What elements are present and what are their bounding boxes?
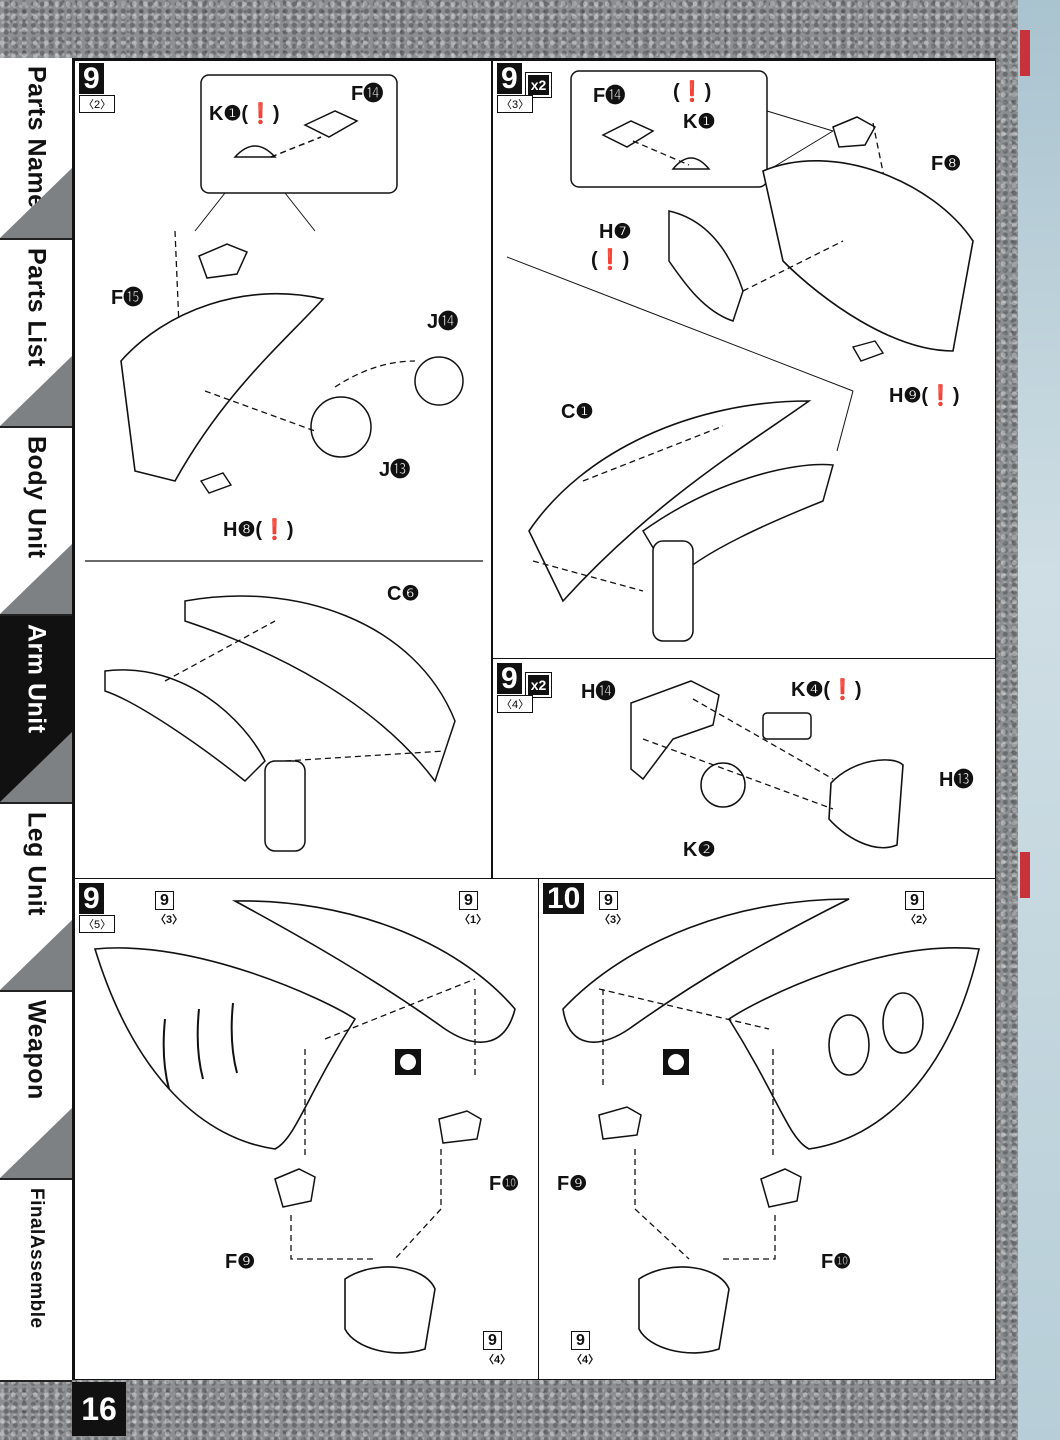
step-9-3-panel: 9 x2 〈3〉 F⓮ (❗) K❶ F❽ H❼ bbox=[492, 60, 996, 660]
label-c6: C❻ bbox=[387, 583, 420, 605]
ref-sub: 〈4〉 bbox=[571, 1354, 600, 1366]
label-f9: F❾ bbox=[557, 1173, 588, 1195]
step-sub: 〈2〉 bbox=[79, 95, 116, 113]
label-k4: K❹(❗) bbox=[791, 679, 862, 701]
ref-step-9-3: 9 bbox=[599, 891, 618, 910]
sidebar-nav: Parts Name Parts List Body Unit Arm Unit… bbox=[0, 58, 72, 1382]
step-9-5-panel: 9 〈5〉 9 〈3〉 9 〈1〉 F❿ F❾ 9 〈 bbox=[74, 878, 540, 1380]
label-f10: F❿ bbox=[489, 1173, 520, 1195]
step-number: 10 bbox=[543, 883, 585, 914]
step-10-header: 10 bbox=[543, 883, 585, 914]
label-k1: K❶ bbox=[683, 111, 716, 133]
ref-sub: 〈2〉 bbox=[905, 914, 934, 926]
tab-body-unit[interactable]: Body Unit bbox=[0, 428, 72, 616]
step-number: 9 bbox=[497, 663, 522, 694]
step-number: 9 bbox=[79, 883, 104, 914]
label-h8: H❽(❗) bbox=[223, 519, 294, 541]
label-j14: J⓮ bbox=[427, 311, 459, 333]
label-h7: H❼ bbox=[599, 221, 632, 243]
quantity-badge: x2 bbox=[524, 72, 553, 98]
ref-step-9-4: 9 bbox=[571, 1331, 590, 1350]
step-9-4-panel: 9 x2 〈4〉 H⓮ K❹(❗) H⓭ K❷ bbox=[492, 658, 996, 880]
tab-parts-name[interactable]: Parts Name bbox=[0, 58, 72, 240]
step-9-4-diagram bbox=[630, 680, 904, 849]
tab-label: FinalAssemble bbox=[26, 1188, 47, 1329]
tab-label: Parts List bbox=[22, 248, 51, 367]
label-h9: H❾(❗) bbox=[889, 385, 960, 407]
label-k1: K❶(❗) bbox=[209, 103, 280, 125]
ref-sub: 〈3〉 bbox=[155, 914, 184, 926]
quantity-badge: x2 bbox=[524, 672, 553, 698]
adjacent-page-edge bbox=[1018, 0, 1060, 1440]
step-9-5-header: 9 〈5〉 bbox=[79, 883, 116, 933]
step-10-diagram bbox=[562, 898, 980, 1354]
label-h7-warn: (❗) bbox=[591, 249, 630, 271]
step-9-3-header: 9 x2 〈3〉 bbox=[497, 63, 553, 113]
step-sub: 〈4〉 bbox=[497, 695, 534, 713]
step-9-2-panel: 9 〈2〉 K❶(❗) F⓮ F⓯ J⓮ J⓭ bbox=[74, 60, 492, 880]
tab-label: Weapon bbox=[22, 1000, 51, 1100]
ref-sub: 〈4〉 bbox=[483, 1354, 512, 1366]
ref-step-9-4: 9 bbox=[483, 1331, 502, 1350]
step-10-panel: 10 9 〈3〉 9 〈2〉 F❾ F❿ 9 〈4〉 bbox=[538, 878, 996, 1380]
tab-weapon[interactable]: Weapon bbox=[0, 992, 72, 1180]
label-f8: F❽ bbox=[931, 153, 962, 175]
label-f10: F❿ bbox=[821, 1251, 852, 1273]
step-9-4-header: 9 x2 〈4〉 bbox=[497, 663, 553, 713]
step-9-2-diagram bbox=[85, 74, 483, 852]
step-9-3-diagram bbox=[506, 70, 974, 642]
ref-sub: 〈3〉 bbox=[599, 914, 628, 926]
ref-step-9-1: 9 bbox=[459, 891, 478, 910]
label-f14: F⓮ bbox=[351, 83, 384, 105]
tab-label: Leg Unit bbox=[22, 812, 51, 916]
label-warn: (❗) bbox=[673, 81, 712, 103]
tab-leg-unit[interactable]: Leg Unit bbox=[0, 804, 72, 992]
ref-step-9-2: 9 bbox=[905, 891, 924, 910]
instruction-page: 9 〈2〉 K❶(❗) F⓮ F⓯ J⓮ J⓭ bbox=[72, 58, 996, 1380]
label-j13: J⓭ bbox=[379, 459, 411, 481]
label-f9: F❾ bbox=[225, 1251, 256, 1273]
red-marker bbox=[1020, 30, 1030, 76]
label-k2: K❷ bbox=[683, 839, 716, 861]
step-sub: 〈3〉 bbox=[497, 95, 534, 113]
tab-label: Body Unit bbox=[22, 436, 51, 559]
ref-step-9-3: 9 bbox=[155, 891, 174, 910]
ref-sub: 〈1〉 bbox=[459, 914, 488, 926]
label-f15: F⓯ bbox=[111, 287, 144, 309]
step-number: 9 bbox=[497, 63, 522, 94]
step-9-5-diagram bbox=[93, 900, 516, 1354]
tab-label: Arm Unit bbox=[22, 624, 51, 734]
label-h13: H⓭ bbox=[939, 769, 974, 791]
step-sub: 〈5〉 bbox=[79, 915, 116, 933]
step-number: 9 bbox=[79, 63, 104, 94]
step-9-2-header: 9 〈2〉 bbox=[79, 63, 116, 113]
tab-final-assemble[interactable]: FinalAssemble bbox=[0, 1180, 72, 1382]
red-marker bbox=[1020, 852, 1030, 898]
label-f14: F⓮ bbox=[593, 85, 626, 107]
page-number: 16 bbox=[72, 1382, 126, 1436]
label-c1: C❶ bbox=[561, 401, 594, 423]
tab-parts-list[interactable]: Parts List bbox=[0, 240, 72, 428]
label-h14: H⓮ bbox=[581, 681, 616, 703]
tab-arm-unit[interactable]: Arm Unit bbox=[0, 616, 72, 804]
